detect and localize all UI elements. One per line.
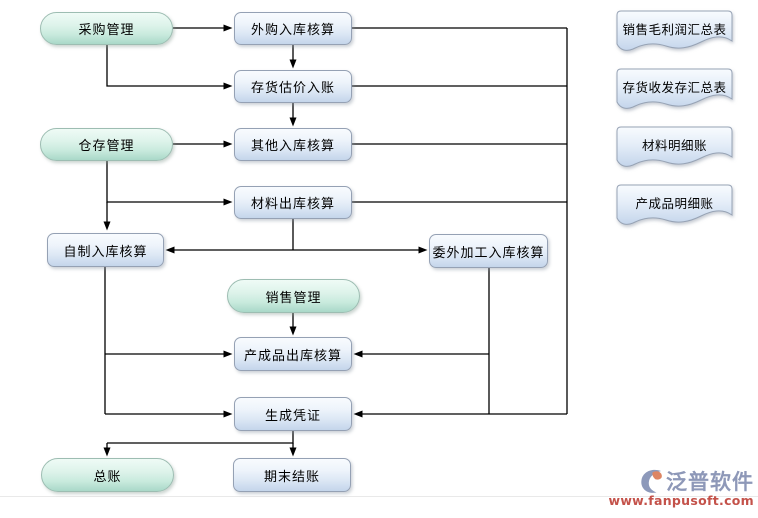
node-label: 存货估价入账: [250, 81, 335, 96]
doc-label: 存货收发存汇总表: [622, 79, 727, 95]
node-warehouse-management: 仓存管理: [40, 128, 173, 161]
doc-material-subledger: 材料明细账: [616, 126, 733, 169]
doc-label: 产成品明细账: [635, 195, 714, 211]
logo-text: 泛普软件: [666, 470, 754, 494]
node-label: 其他入库核算: [250, 139, 335, 154]
fanpu-logo: 泛普软件 www.fanpusoft.com: [608, 466, 754, 508]
page-bottom-divider: [0, 496, 758, 497]
node-label: 产成品出库核算: [243, 348, 342, 364]
doc-inventory-inout-summary: 存货收发存汇总表: [616, 68, 733, 111]
doc-label: 销售毛利润汇总表: [622, 21, 727, 37]
node-generate-voucher: 生成凭证: [234, 397, 352, 431]
node-material-outbound-accounting: 材料出库核算: [234, 186, 352, 219]
node-label: 销售管理: [265, 290, 322, 306]
doc-finished-goods-subledger: 产成品明细账: [616, 184, 733, 227]
document-shape-icon: [616, 10, 733, 51]
node-label: 外购入库核算: [250, 23, 335, 38]
node-label: 委外加工入库核算: [432, 245, 545, 261]
node-label: 仓存管理: [78, 139, 135, 154]
node-period-end-closing: 期末结账: [233, 458, 351, 492]
node-selfmade-inbound-accounting: 自制入库核算: [47, 233, 164, 267]
node-outsourced-inbound-accounting: 委外加工入库核算: [429, 234, 548, 268]
node-other-inbound-accounting: 其他入库核算: [234, 128, 352, 161]
document-shape-icon: [616, 68, 733, 109]
node-inventory-estimated-entry: 存货估价入账: [234, 70, 352, 103]
fanpu-logo-icon: [641, 469, 662, 493]
node-sales-management: 销售管理: [227, 279, 360, 313]
node-label: 期末结账: [263, 469, 320, 485]
node-general-ledger: 总账: [41, 458, 174, 492]
document-shape-icon: [616, 184, 733, 225]
node-label: 材料出库核算: [250, 197, 335, 212]
node-procurement-management: 采购管理: [40, 12, 173, 45]
doc-sales-gross-profit-summary: 销售毛利润汇总表: [616, 10, 733, 53]
node-label: 采购管理: [78, 23, 135, 38]
document-shape-icon: [616, 126, 733, 167]
website-link[interactable]: www.fanpusoft.com: [608, 493, 754, 508]
node-finished-goods-outbound-accounting: 产成品出库核算: [234, 337, 352, 371]
node-label: 生成凭证: [264, 408, 321, 424]
node-label: 总账: [93, 469, 122, 485]
node-purchased-inbound-accounting: 外购入库核算: [234, 12, 352, 45]
doc-label: 材料明细账: [641, 137, 707, 153]
node-label: 自制入库核算: [63, 244, 148, 260]
